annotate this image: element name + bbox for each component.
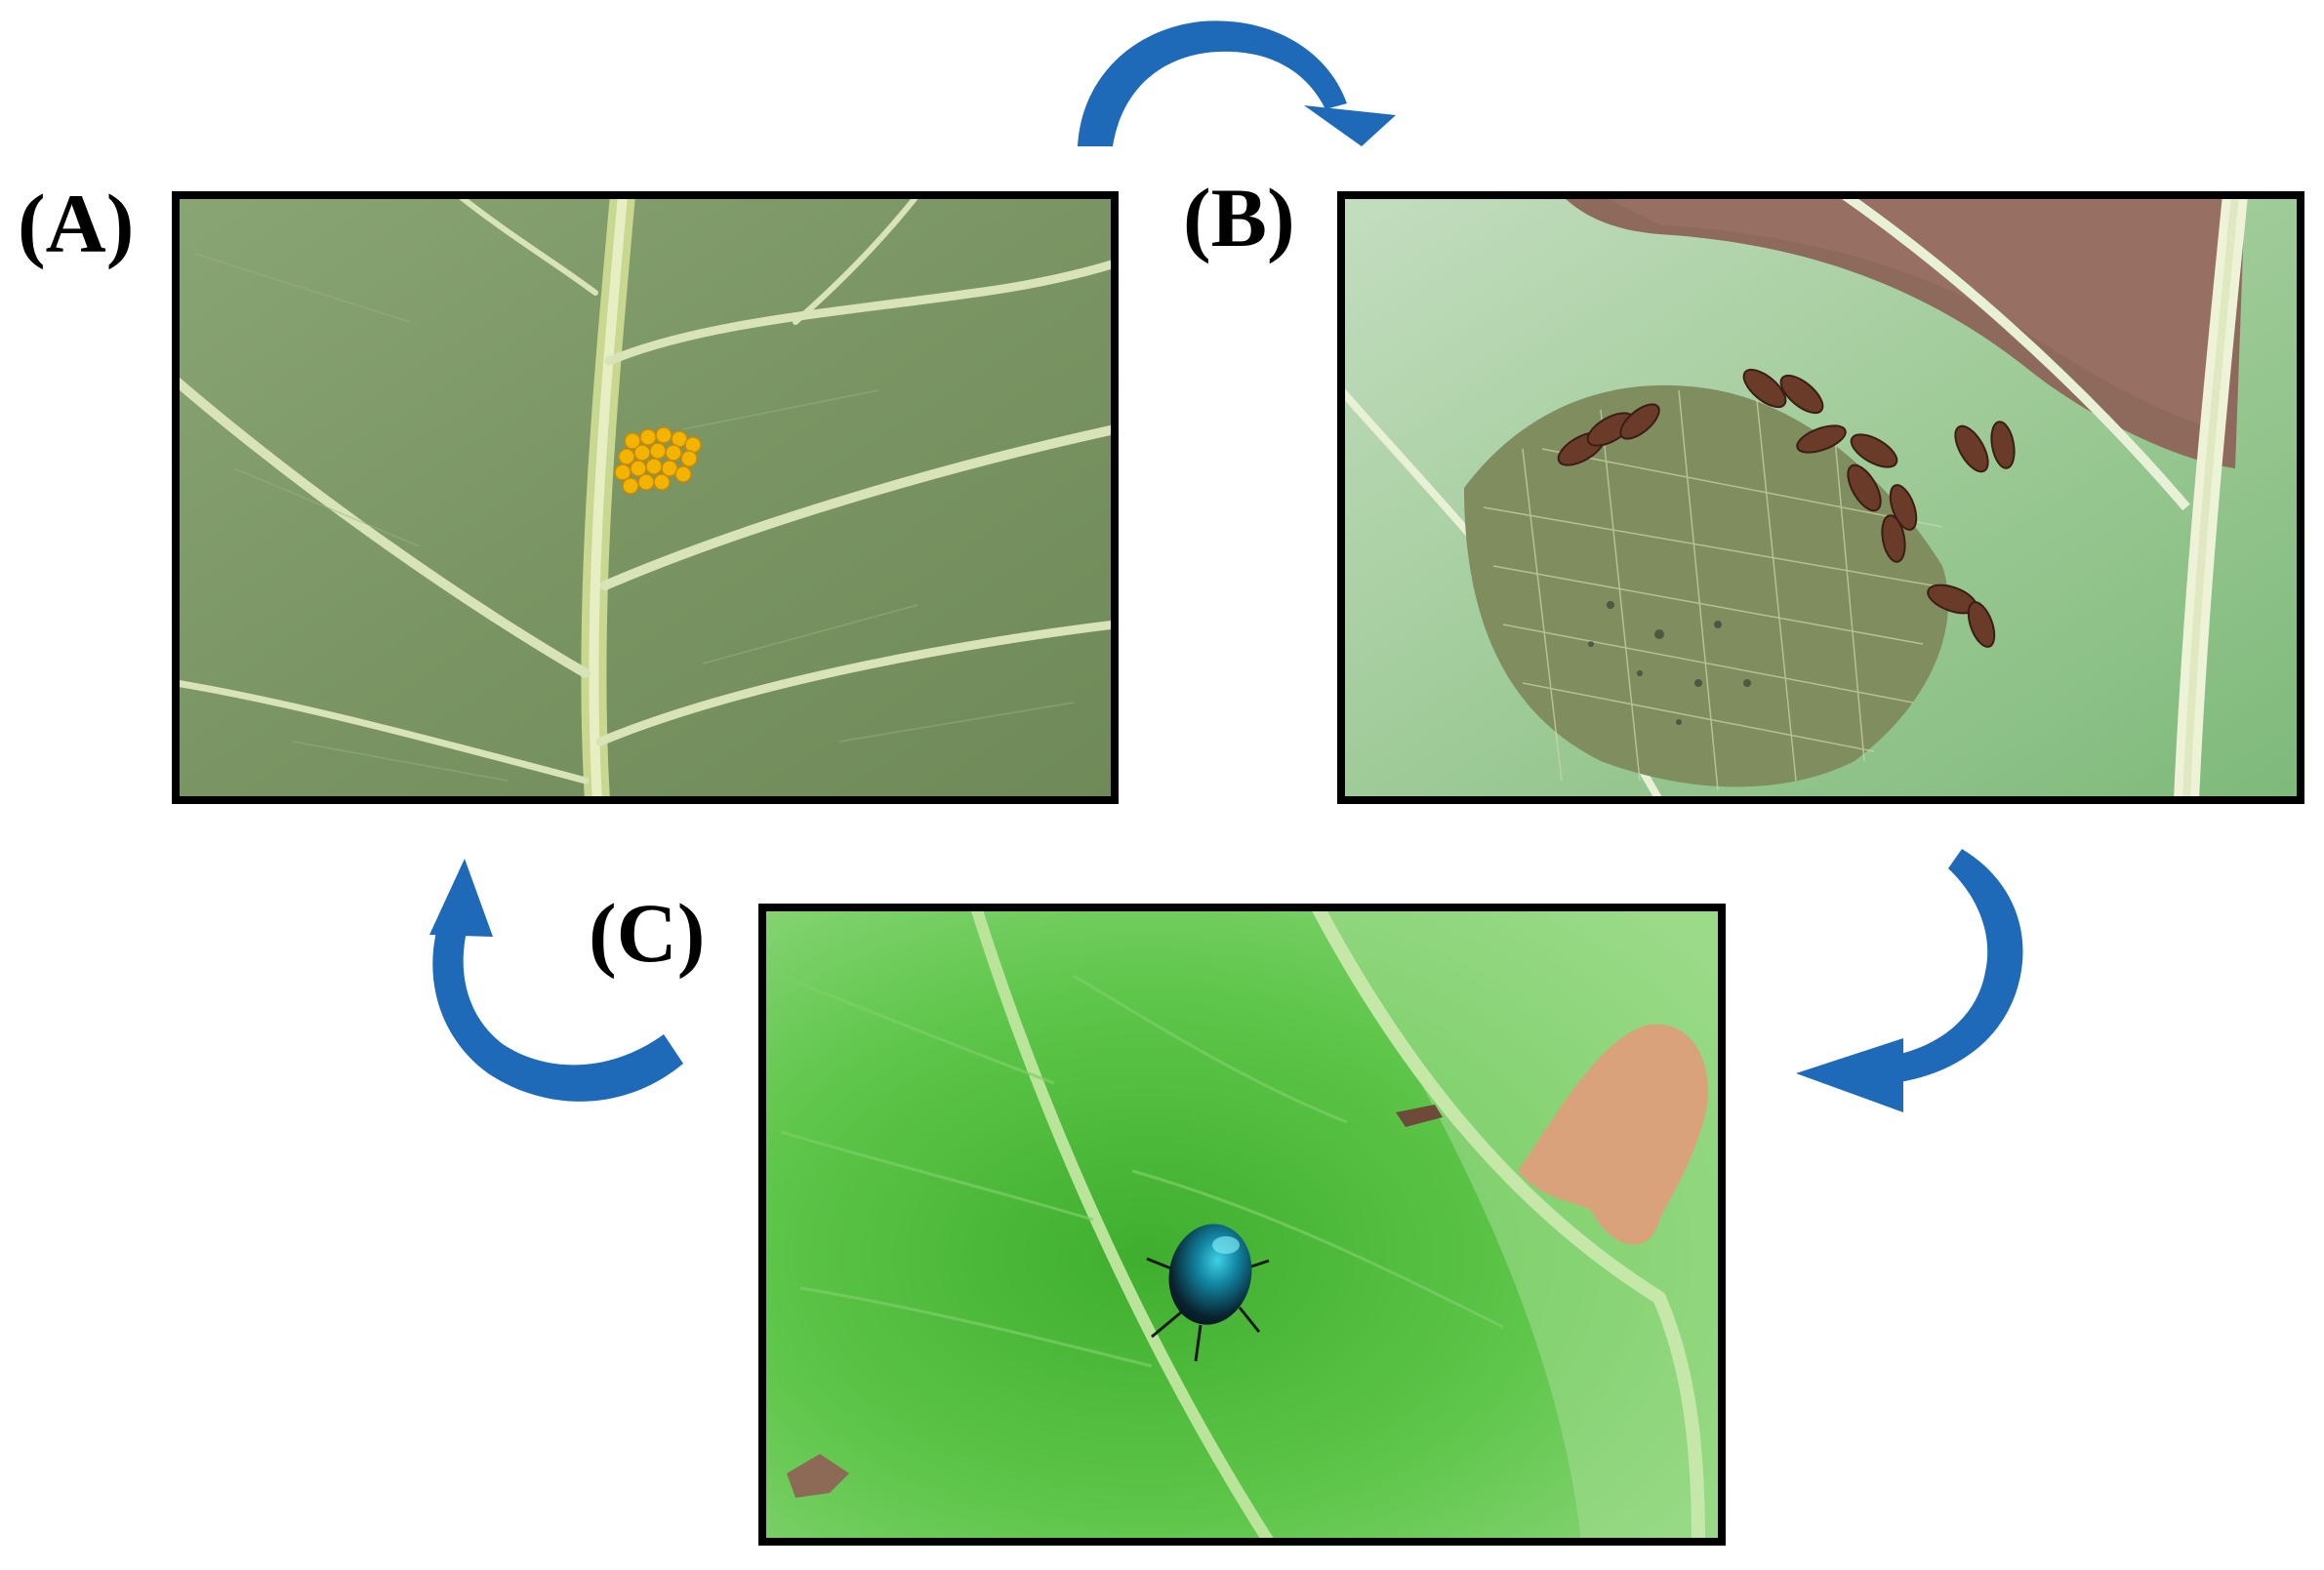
panel-b-photo (1341, 195, 2301, 800)
panel-c-photo (762, 907, 1722, 1542)
panel-c: (C) (589, 886, 1726, 1546)
panel-a-photo (176, 195, 1115, 800)
panel-c-label: (C) (589, 886, 705, 980)
arrow-b-to-c (1796, 849, 2023, 1112)
panel-a-frame (172, 191, 1119, 804)
larvae-group (1557, 368, 2016, 648)
panel-b-frame (1337, 191, 2304, 804)
panel-b: (B) (1183, 171, 2304, 804)
arrow-c-to-a (429, 859, 683, 1102)
arrow-a-to-b (1078, 20, 1396, 147)
panel-a: (A) (18, 177, 1119, 804)
egg-cluster (614, 426, 702, 495)
panel-c-frame (758, 904, 1726, 1546)
panel-a-label: (A) (18, 177, 134, 270)
panel-b-label: (B) (1183, 171, 1295, 264)
adult-beetle (1146, 1224, 1270, 1362)
